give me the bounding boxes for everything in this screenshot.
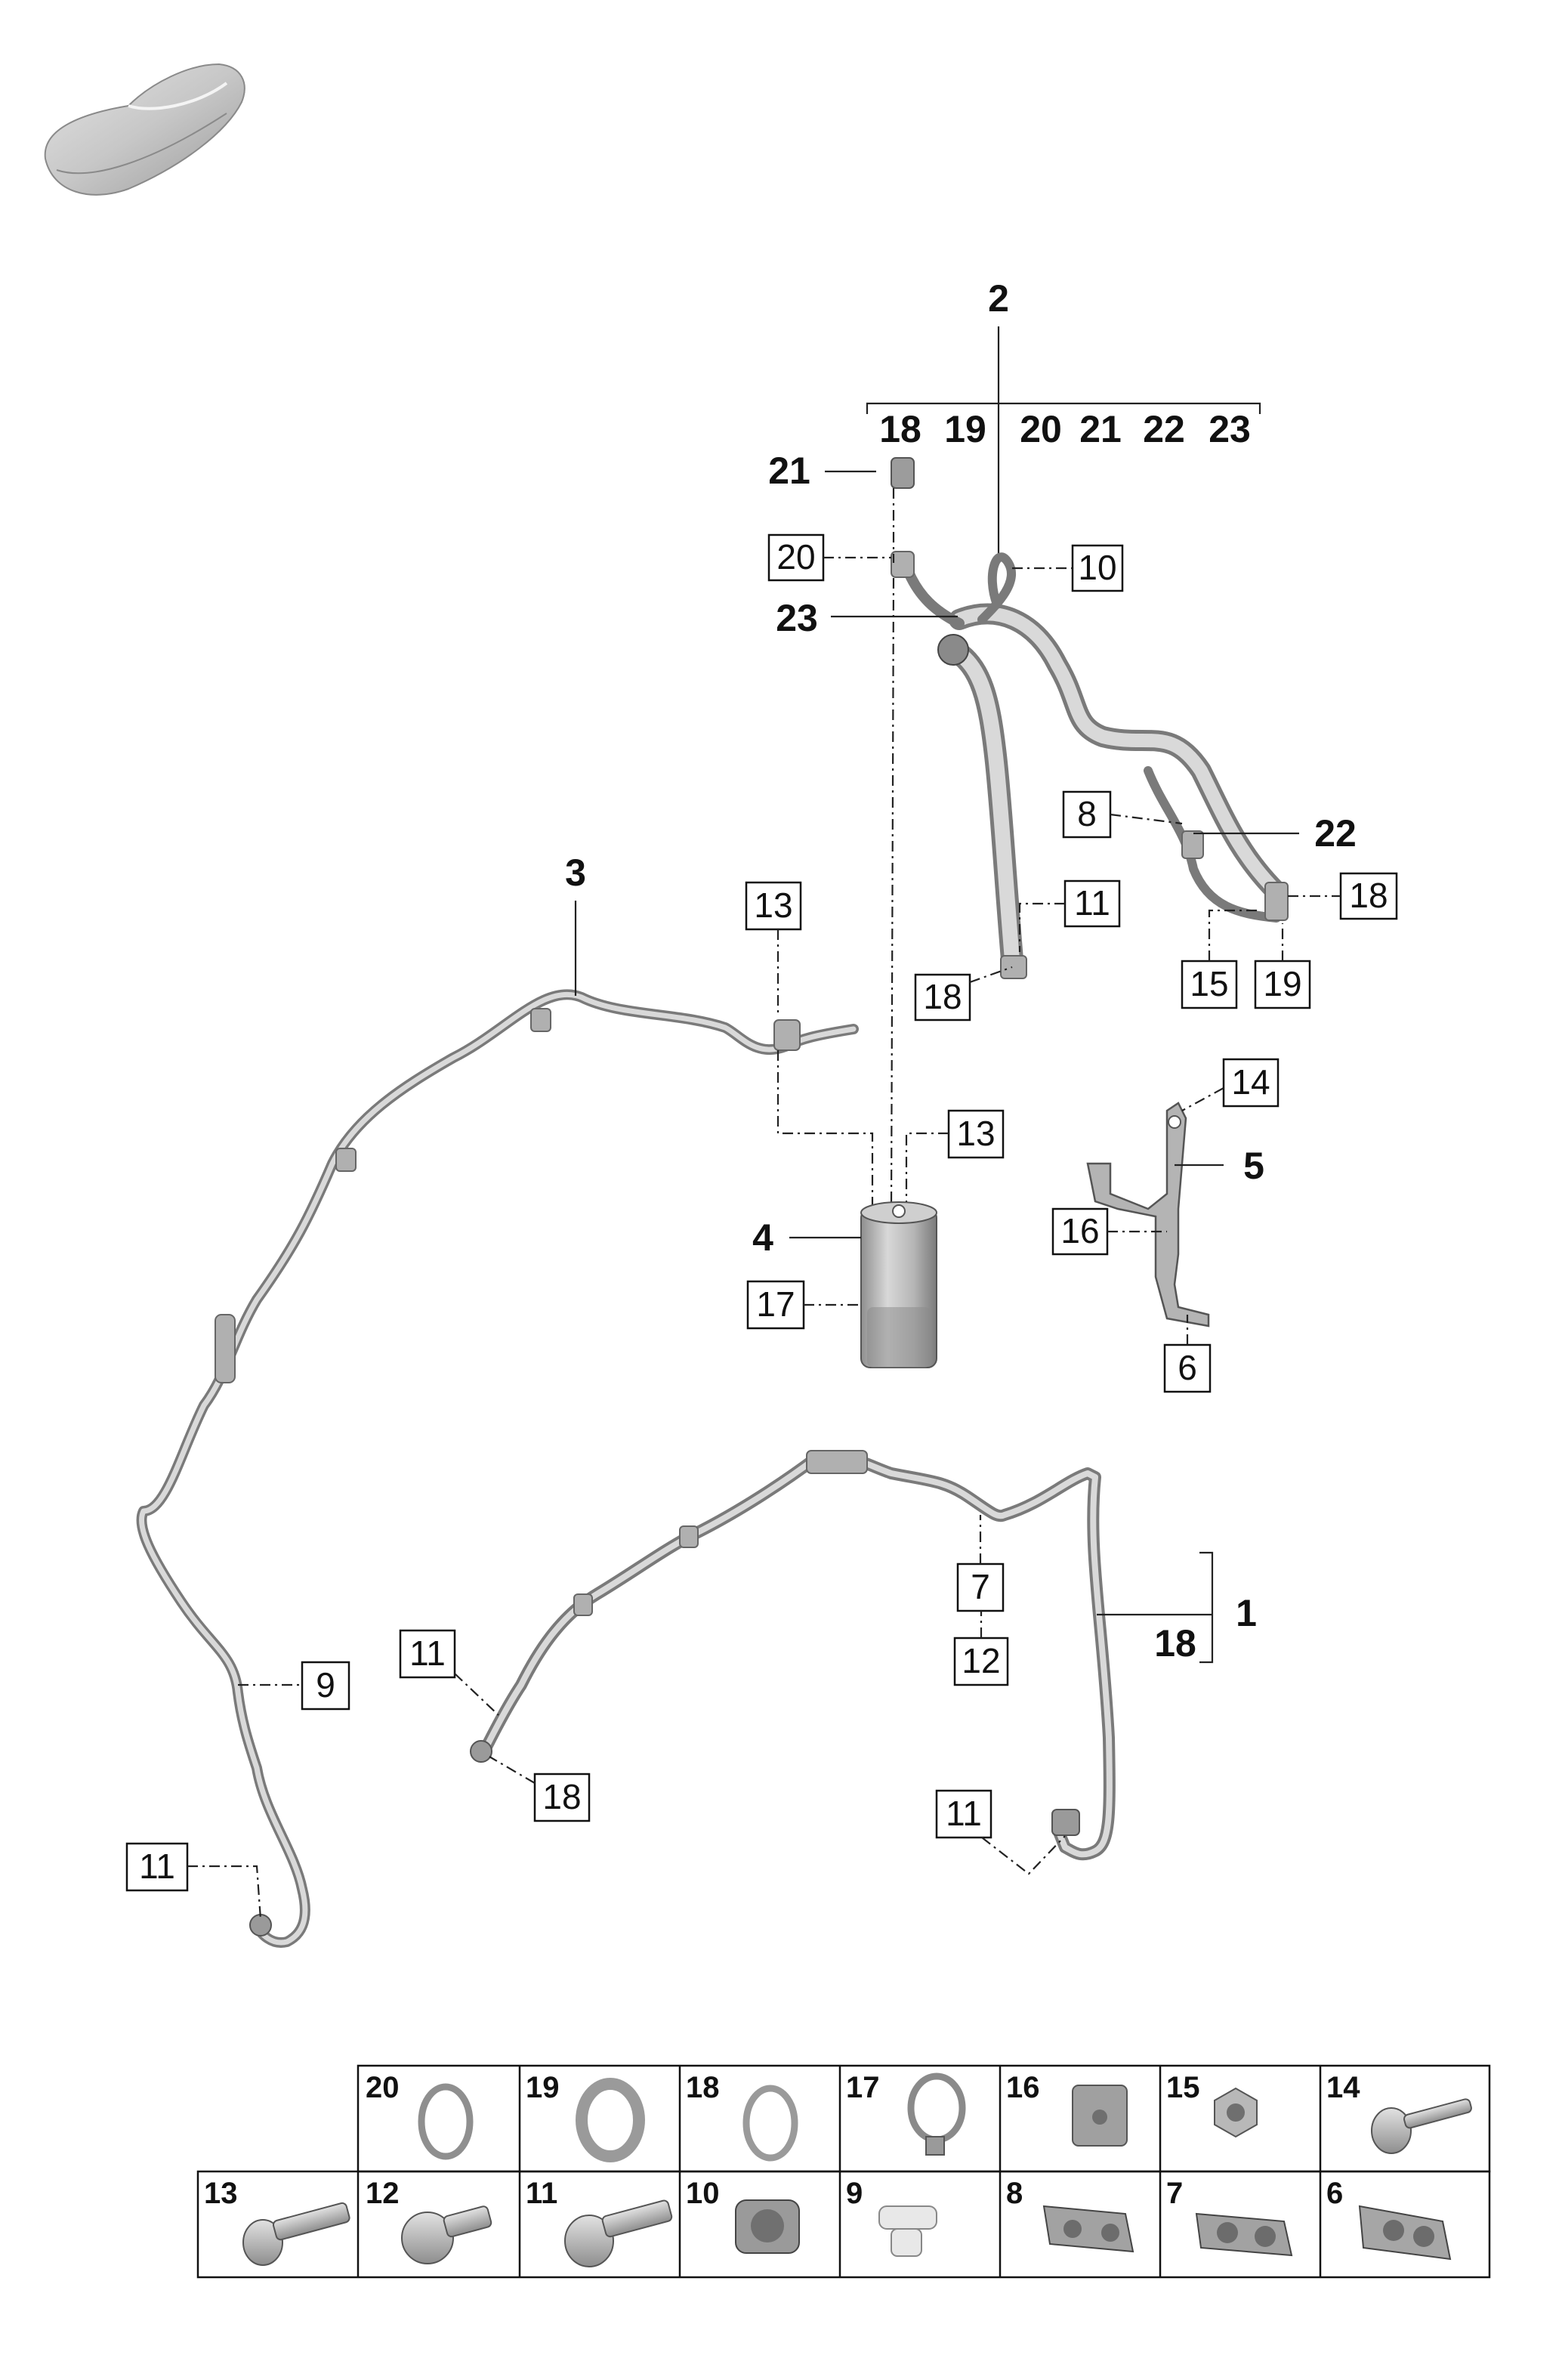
table-item-6: 6 [1326, 2177, 1343, 2210]
table-item-19: 19 [526, 2071, 560, 2104]
bracket-5 [1086, 1102, 1210, 1328]
hex-nut-icon [1214, 2087, 1258, 2138]
table-item-11: 11 [526, 2177, 557, 2210]
label-6: 6 [1178, 1348, 1197, 1387]
label-box-12 [953, 1637, 1009, 1686]
receiver-drier-4 [860, 1201, 937, 1368]
label-7: 7 [971, 1567, 990, 1606]
table-item-18: 18 [686, 2071, 720, 2104]
label-box-16 [1051, 1207, 1109, 1256]
line-assembly-1 [470, 1450, 1116, 1861]
table-item-16: 16 [1006, 2071, 1040, 2104]
table-item-14: 14 [1326, 2071, 1360, 2104]
callout-22: 22 [1314, 812, 1357, 855]
callout-23: 23 [776, 597, 818, 639]
callout-3: 3 [565, 852, 586, 894]
table-item-8: 8 [1006, 2177, 1023, 2210]
hose-assembly-2 [891, 457, 1289, 979]
label-box-14 [1222, 1058, 1280, 1108]
callout-1: 1 [1236, 1592, 1257, 1634]
label-box-15 [1181, 960, 1238, 1009]
line-holder-icon [878, 2205, 937, 2257]
label-14: 14 [1231, 1062, 1270, 1102]
label-8: 8 [1077, 794, 1097, 833]
group-2-item-19: 19 [944, 408, 986, 450]
label-11-mid: 11 [409, 1634, 446, 1673]
car-silhouette-icon [44, 63, 245, 196]
parts-table: 20 19 18 17 16 15 14 13 12 11 10 9 8 7 6 [196, 2064, 1491, 2279]
table-item-12: 12 [366, 2177, 400, 2210]
bolt-icon [564, 2199, 673, 2267]
table-item-10: 10 [686, 2177, 720, 2210]
bolt-icon [242, 2202, 350, 2266]
callout-1-item-18: 18 [1154, 1622, 1196, 1664]
label-box-11-mid [399, 1629, 456, 1679]
label-box-11-br [935, 1789, 992, 1839]
o-ring-icon [576, 2078, 645, 2162]
line-assembly-3 [136, 989, 859, 1948]
table-item-15: 15 [1166, 2071, 1200, 2104]
label-11-top: 11 [1074, 883, 1110, 923]
table-item-9: 9 [846, 2177, 863, 2210]
o-ring-icon [418, 2083, 474, 2160]
label-15: 15 [1190, 964, 1228, 1003]
label-18-mid: 18 [542, 1777, 581, 1816]
label-box-18-top [914, 973, 971, 1022]
label-13-mid: 13 [956, 1114, 995, 1153]
label-box-9 [301, 1661, 350, 1711]
label-17: 17 [756, 1284, 795, 1324]
label-18-top: 18 [923, 977, 962, 1016]
callout-21: 21 [768, 450, 810, 492]
clip-nut-icon [1072, 2085, 1128, 2147]
label-13-left: 13 [754, 886, 792, 925]
label-19: 19 [1263, 964, 1301, 1003]
label-11-bl: 11 [139, 1847, 175, 1886]
label-box-11-bl [125, 1842, 189, 1892]
hose-clamp-icon [907, 2072, 966, 2156]
line-holder-icon [1358, 2205, 1452, 2261]
label-11-br: 11 [946, 1794, 982, 1833]
line-holder-icon [1195, 2212, 1293, 2257]
table-item-17: 17 [846, 2071, 880, 2104]
table-item-20: 20 [366, 2071, 400, 2104]
label-box-18-mid [533, 1773, 591, 1822]
label-20: 20 [776, 537, 815, 576]
o-ring-icon [742, 2085, 798, 2162]
group-2-item-23: 23 [1209, 408, 1251, 450]
callout-5: 5 [1243, 1145, 1264, 1187]
label-box-13-mid [947, 1109, 1005, 1159]
group-2-item-22: 22 [1143, 408, 1185, 450]
group-2-item-18: 18 [879, 408, 921, 450]
label-12: 12 [962, 1641, 1000, 1680]
callout-2: 2 [988, 277, 1009, 320]
screw-icon [1371, 2098, 1472, 2154]
table-item-7: 7 [1166, 2177, 1183, 2210]
label-box-13-left [745, 881, 802, 931]
line-holder-icon [735, 2199, 800, 2254]
line-holder-icon [1042, 2205, 1134, 2253]
label-16: 16 [1060, 1211, 1099, 1250]
group-2-item-21: 21 [1079, 408, 1122, 450]
label-box-6 [1163, 1343, 1212, 1393]
label-box-19 [1254, 960, 1311, 1009]
label-10: 10 [1078, 548, 1116, 587]
bolt-icon [401, 2205, 492, 2264]
group-2-header: 2 18 19 20 21 22 23 [866, 277, 1261, 559]
label-box-11-top [1063, 879, 1121, 928]
label-18-right: 18 [1349, 876, 1388, 915]
label-9: 9 [316, 1665, 335, 1705]
table-item-13: 13 [204, 2177, 238, 2210]
callout-4: 4 [752, 1216, 773, 1259]
group-2-item-20: 20 [1020, 408, 1062, 450]
